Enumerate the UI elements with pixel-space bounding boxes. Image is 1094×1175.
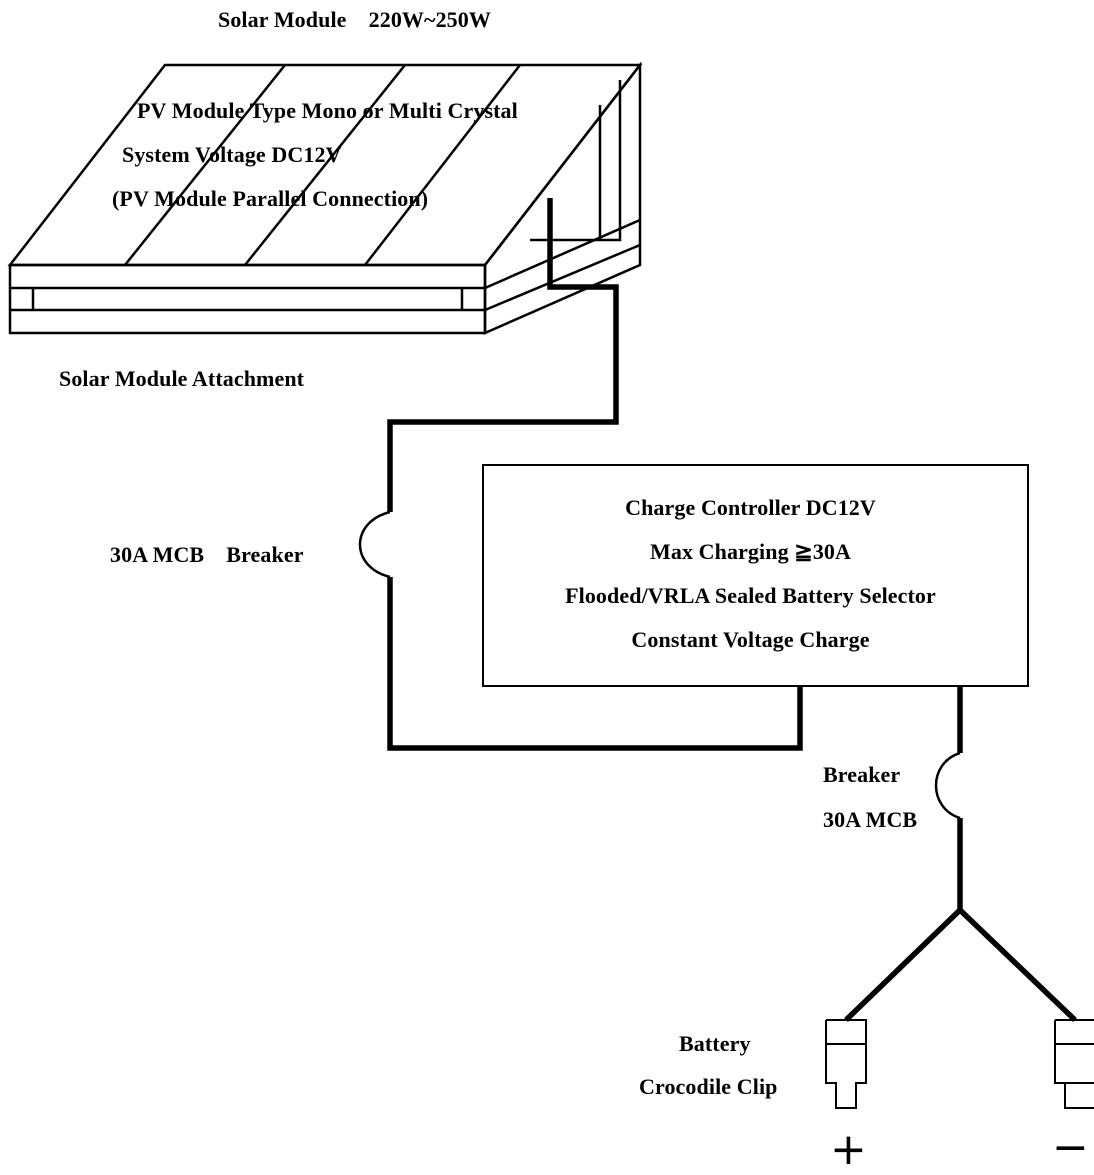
solar-panel-divider-2 — [244, 64, 406, 266]
pv-input-wire — [387, 198, 803, 751]
pv-connection-label: (PV Module Parallel Connection) — [112, 186, 429, 211]
negative-terminal-symbol: − — [1052, 1122, 1089, 1173]
solar-panel-side-face — [483, 61, 642, 335]
solar-panel-rear-support — [530, 80, 622, 242]
battery-output-wire — [844, 687, 1077, 1022]
solar-module-title: Solar Module 220W~250W — [218, 7, 491, 32]
positive-crocodile-clip — [825, 1019, 867, 1109]
output-breaker-label: Breaker — [823, 762, 901, 787]
solar-module-attachment-label: Solar Module Attachment — [59, 366, 305, 391]
system-voltage-label: System Voltage DC12V — [122, 142, 342, 167]
output-breaker-rating-label: 30A MCB — [823, 807, 918, 832]
solar-panel-divider-3 — [364, 64, 521, 266]
crocodile-clip-label: Crocodile Clip — [639, 1074, 778, 1099]
solar-panel-divider-1 — [124, 64, 286, 266]
solar-panel — [7, 61, 643, 335]
positive-terminal-symbol: + — [830, 1124, 867, 1175]
input-breaker-label: 30A MCB Breaker — [110, 542, 304, 567]
solar-panel-front-edge — [8, 263, 487, 335]
negative-crocodile-clip — [1054, 1019, 1094, 1109]
charge-controller-box — [482, 464, 1029, 687]
input-breaker-symbol — [358, 510, 391, 579]
controller-line-3: Flooded/VRLA Sealed Battery Selector — [565, 583, 936, 608]
controller-line-1: Charge Controller DC12V — [625, 495, 876, 520]
controller-line-2: Max Charging ≧30A — [649, 539, 852, 564]
charge-controller-text: Charge Controller DC12V Max Charging ≧30… — [483, 497, 1018, 673]
controller-line-4: Constant Voltage Charge — [631, 627, 870, 652]
pv-module-type-label: PV Module Type Mono or Multi Crystal — [137, 98, 518, 123]
output-breaker-symbol — [934, 751, 961, 820]
battery-label: Battery — [679, 1031, 751, 1056]
